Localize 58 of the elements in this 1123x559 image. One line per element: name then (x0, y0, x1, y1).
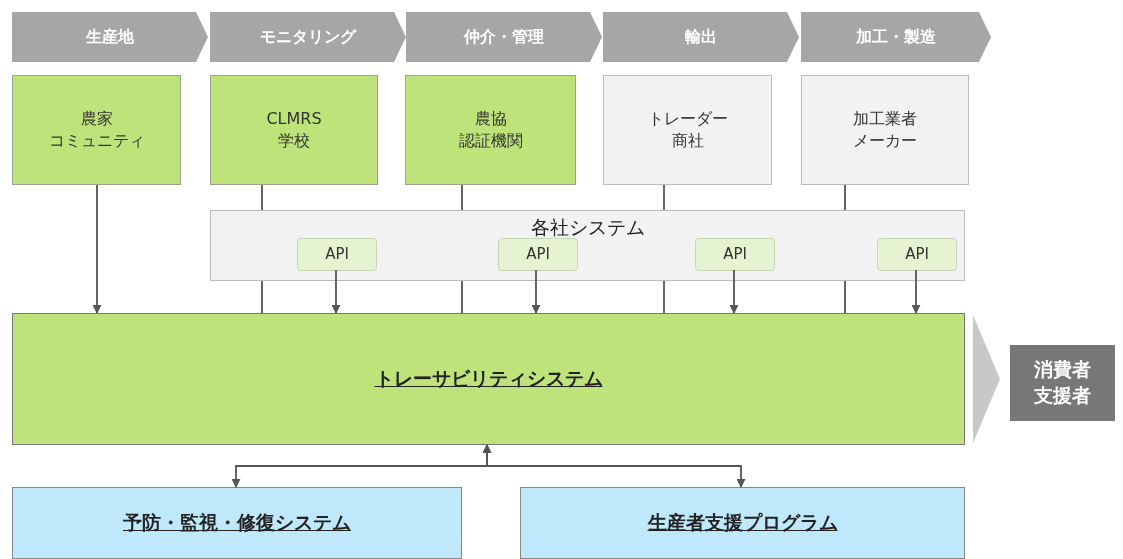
actor-box (405, 75, 576, 185)
connector-line (261, 280, 263, 314)
stage-header (801, 12, 991, 62)
connector-line (261, 184, 263, 211)
actor-label: 学校 (278, 130, 310, 152)
arrow (729, 269, 739, 314)
system-label: トレーサビリティシステム (374, 366, 603, 392)
connector-line (663, 184, 665, 211)
arrow (531, 269, 541, 314)
actor-label: 農家 (80, 108, 113, 130)
api-box (695, 238, 775, 271)
connector-line (461, 280, 463, 314)
api-label: API (905, 244, 929, 265)
connector-line (844, 280, 846, 314)
stage-header (603, 12, 799, 62)
connector-line (663, 280, 665, 314)
program-box (520, 487, 965, 559)
api-box (498, 238, 578, 271)
stage-label: 仲介・管理 (464, 26, 544, 48)
arrow (911, 269, 921, 314)
stage-label: 生産地 (86, 26, 134, 48)
api-label: API (723, 244, 747, 265)
connector-line (844, 184, 846, 211)
stage-header (210, 12, 406, 62)
stage-header (12, 12, 208, 62)
chevron-arrow (973, 315, 1000, 443)
consumer-box (1010, 345, 1115, 421)
actor-label: コミュニティ (48, 130, 145, 152)
api-label: API (526, 244, 550, 265)
arrow (482, 444, 746, 488)
system-box (12, 313, 965, 445)
stage-header (406, 12, 602, 62)
api-box (297, 238, 377, 271)
actor-label: CLMRS (266, 108, 322, 130)
arrow (331, 269, 341, 314)
stage-label: 加工・製造 (856, 26, 936, 48)
system-panel (210, 210, 965, 281)
stage-label: モニタリング (260, 26, 356, 48)
actor-box (210, 75, 378, 185)
program-label: 予防・監視・修復システム (123, 510, 351, 536)
api-label: API (325, 244, 349, 265)
actor-box (603, 75, 772, 185)
actor-label: メーカー (853, 130, 917, 152)
program-label: 生産者支援プログラム (647, 510, 838, 536)
actor-box (801, 75, 969, 185)
stage-label: 輸出 (685, 26, 717, 48)
panel-title: 各社システム (530, 215, 645, 240)
actor-label: 認証機関 (458, 130, 523, 152)
actor-box (12, 75, 181, 185)
actor-label: トレーダー (647, 108, 728, 130)
api-box (877, 238, 957, 271)
connector-line (461, 184, 463, 211)
arrow (92, 184, 102, 314)
actor-label: 農協 (474, 108, 507, 130)
consumer-label: 消費者支援者 (1033, 357, 1092, 408)
actor-label: 商社 (671, 130, 704, 152)
program-box (12, 487, 462, 559)
actor-label: 加工業者 (853, 108, 917, 130)
